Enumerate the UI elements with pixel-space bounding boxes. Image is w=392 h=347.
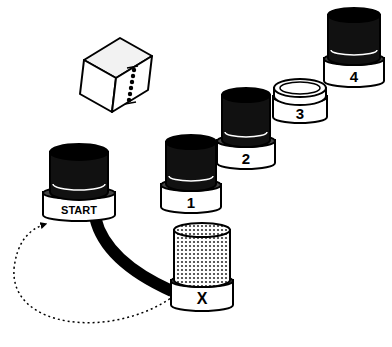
board-space: X (170, 274, 234, 312)
base-top (273, 91, 327, 103)
base-top (324, 53, 384, 65)
space-label: 1 (160, 190, 222, 214)
space-label: START (42, 198, 116, 222)
base-top (217, 135, 275, 147)
empty-ring (274, 79, 326, 105)
base-top (161, 179, 221, 191)
space-label: 4 (323, 64, 385, 88)
die (80, 38, 152, 112)
base-top (171, 275, 233, 287)
space-label: X (170, 286, 234, 312)
space-label: 2 (216, 146, 276, 170)
base-top (43, 187, 115, 199)
board-space: 2 (216, 134, 276, 170)
board-space: 3 (272, 90, 328, 124)
board-space: START (42, 186, 116, 222)
space-label: 3 (272, 102, 328, 124)
board-space: 1 (160, 178, 222, 214)
board-space: 4 (323, 52, 385, 88)
track-band (95, 218, 172, 291)
